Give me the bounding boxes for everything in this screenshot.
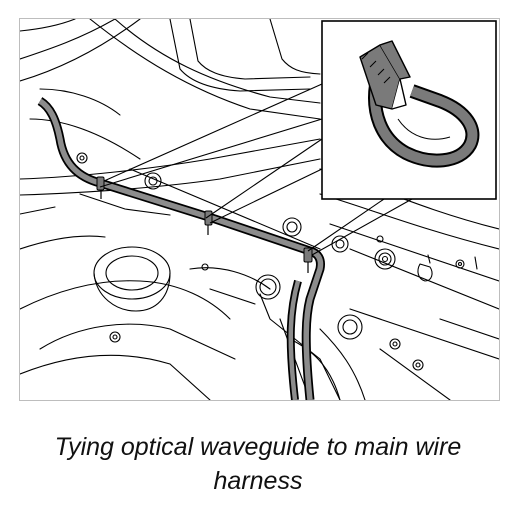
cable-tie-detail-inset (321, 20, 497, 200)
detail-leader-lines (99, 83, 413, 256)
caption-line-2: harness (213, 467, 303, 495)
cable-tie-icon (359, 40, 480, 168)
wire-harness (37, 97, 325, 400)
cable-tie-3 (303, 247, 313, 263)
floor-pan (20, 235, 499, 400)
cable-tie-1 (96, 176, 105, 191)
harness-routing-illustration (20, 19, 499, 400)
upper-body-panel (20, 19, 321, 160)
figure-caption: Tying optical waveguide to main wire har… (0, 430, 516, 498)
caption-line-1: Tying optical waveguide to main wire (54, 433, 462, 461)
floor-opening-large (93, 246, 171, 312)
grommets (76, 152, 478, 371)
illustration-frame (19, 18, 500, 401)
tunnel-panel (289, 328, 366, 400)
